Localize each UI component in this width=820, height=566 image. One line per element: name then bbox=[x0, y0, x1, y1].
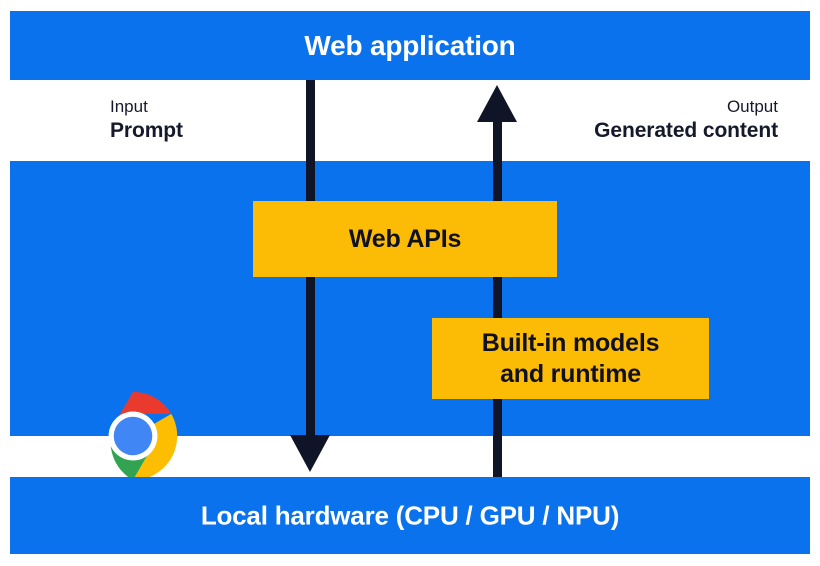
built-in-models-line2: and runtime bbox=[500, 359, 641, 388]
local-hardware-title: Local hardware (CPU / GPU / NPU) bbox=[200, 500, 620, 530]
built-in-models-label: Built-in models and runtime bbox=[482, 328, 660, 389]
output-flow-kind: Output bbox=[726, 97, 778, 116]
built-in-models-box: Built-in models and runtime bbox=[432, 318, 709, 399]
web-application-title: Web application bbox=[304, 29, 516, 61]
web-apis-box: Web APIs bbox=[253, 201, 557, 277]
input-flow-value: Prompt bbox=[110, 118, 183, 142]
input-arrow-head-down-icon bbox=[290, 435, 330, 472]
chrome-logo-icon bbox=[108, 391, 178, 481]
input-flow-kind: Input bbox=[110, 97, 148, 116]
output-arrow-head-up-icon bbox=[477, 85, 517, 122]
output-flow-value: Generated content bbox=[594, 118, 778, 142]
input-flow-label: Input Prompt bbox=[110, 97, 183, 143]
output-flow-label: Output Generated content bbox=[594, 97, 778, 143]
built-in-models-line1: Built-in models bbox=[481, 329, 660, 357]
output-arrow-shaft bbox=[493, 112, 502, 477]
web-apis-label: Web APIs bbox=[348, 224, 462, 253]
web-application-band: Web application bbox=[10, 11, 810, 80]
local-hardware-band: Local hardware (CPU / GPU / NPU) bbox=[10, 477, 810, 554]
